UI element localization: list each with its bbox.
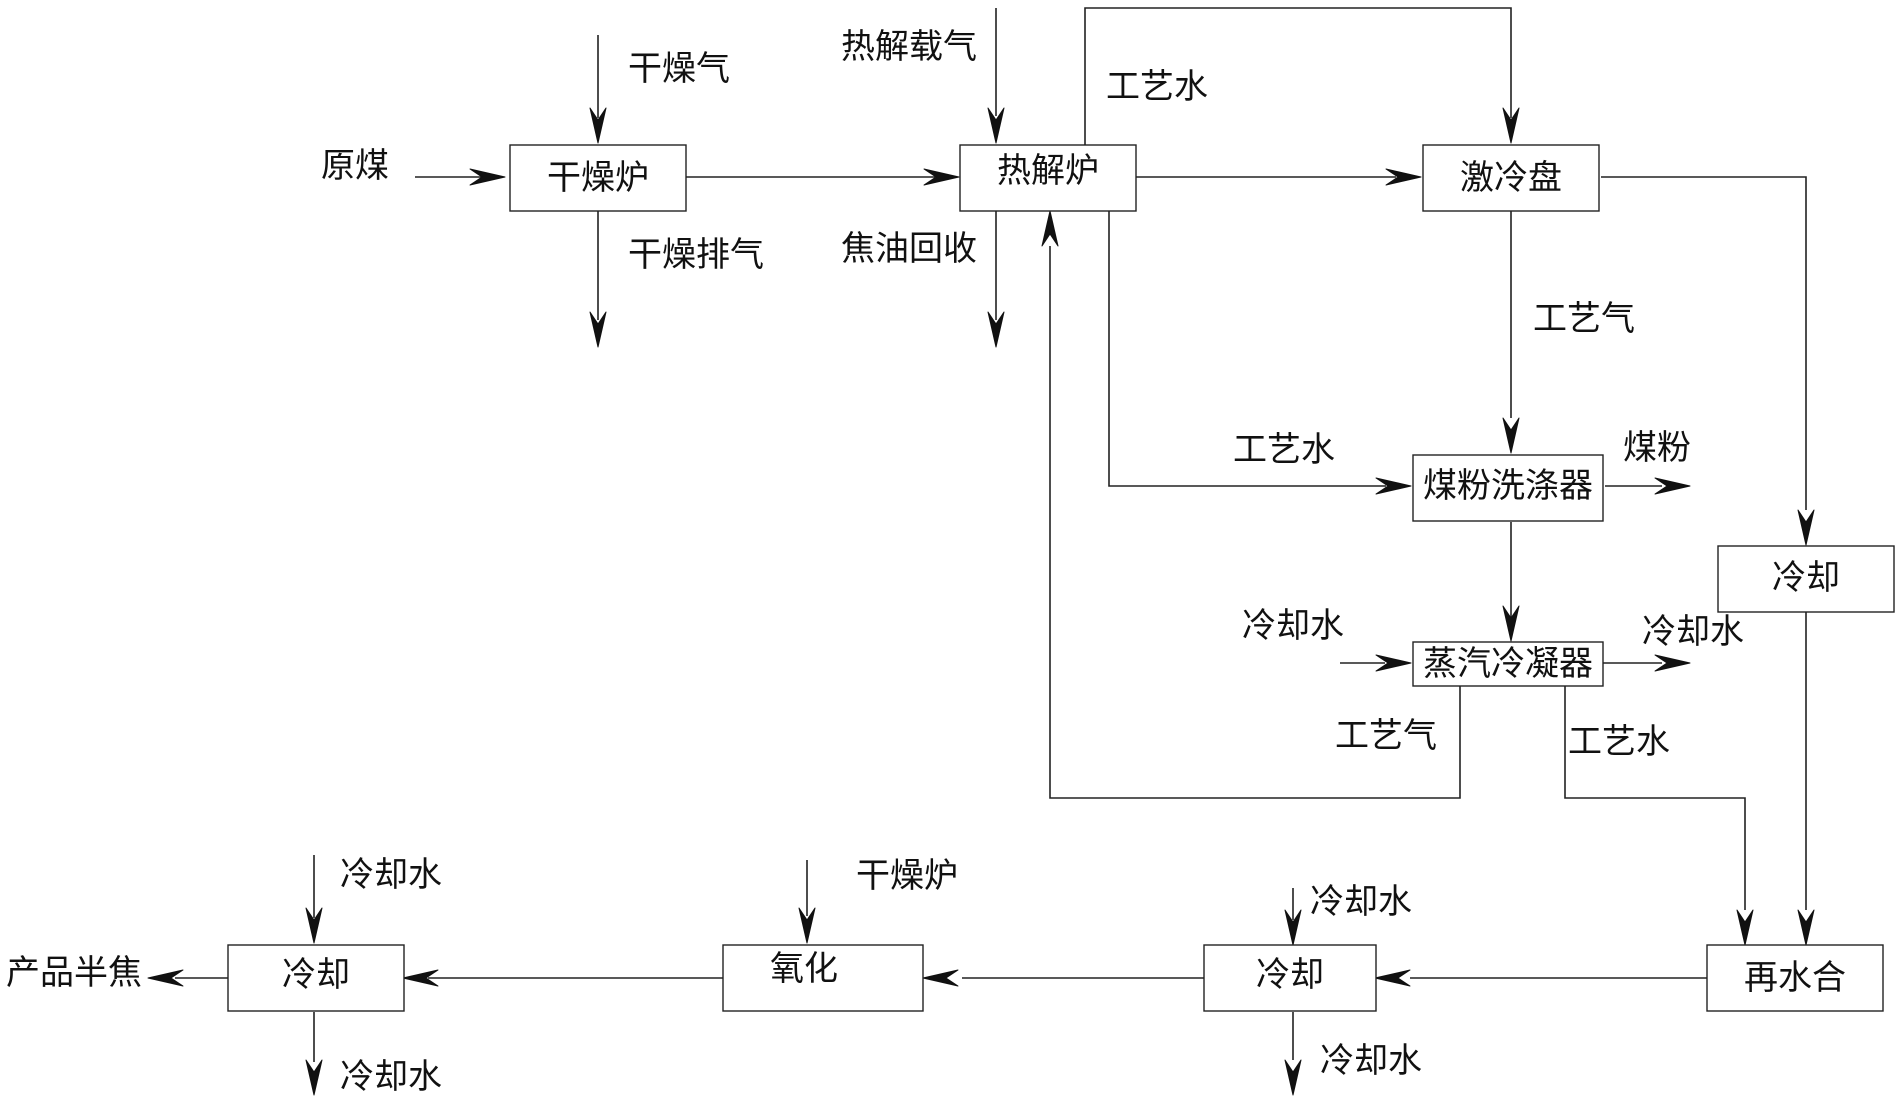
label-coal-fines: 煤粉 <box>1623 428 1691 468</box>
arrow-down-icon <box>1797 909 1815 946</box>
label-process-water-scrub: 工艺水 <box>1233 430 1335 470</box>
box-dryer-label: 干燥炉 <box>547 158 649 198</box>
box-rehydrate: 再水合 <box>1706 944 1884 1012</box>
arrow-down-icon <box>798 907 816 944</box>
box-pyrolysis-label: 热解炉 <box>997 151 1099 191</box>
box-cool-right-label: 冷却 <box>1772 558 1840 598</box>
label-cooling-water-final-out: 冷却水 <box>340 1057 442 1097</box>
arrow-right-icon <box>1375 654 1412 672</box>
label-drying-gas: 干燥气 <box>628 49 730 89</box>
arrow-down-icon <box>305 907 323 944</box>
arrow-down-icon <box>589 311 607 348</box>
arrow-down-icon <box>1284 909 1302 946</box>
label-cooling-water-cond-out: 冷却水 <box>1642 612 1744 652</box>
arrow-left-icon <box>147 969 184 987</box>
label-cooling-water-cool-mid-in: 冷却水 <box>1310 882 1412 922</box>
arrow-left-icon <box>1374 969 1411 987</box>
box-scrubber-label: 煤粉洗涤器 <box>1423 466 1593 506</box>
stream-labels: 原煤 干燥气 干燥排气 热解载气 焦油回收 工艺水 工艺气 工艺水 煤粉 冷却水… <box>6 27 1744 1097</box>
label-cooling-water-cond-in: 冷却水 <box>1242 606 1344 646</box>
arrow-down-icon <box>305 1059 323 1096</box>
label-process-gas-return: 工艺气 <box>1335 716 1437 756</box>
label-tar-recovery: 焦油回收 <box>841 229 977 269</box>
arrow-down-icon <box>1736 909 1754 946</box>
box-scrubber: 煤粉洗涤器 <box>1412 454 1604 522</box>
arrow-left-icon <box>922 969 959 987</box>
label-product-semicoke: 产品半焦 <box>6 953 142 993</box>
arrow-right-icon <box>1385 168 1422 186</box>
box-condenser-label: 蒸汽冷凝器 <box>1423 644 1593 684</box>
box-pyrolysis: 热解炉 <box>959 144 1137 212</box>
arrow-down-icon <box>1502 417 1520 454</box>
label-pyrolysis-carrier: 热解载气 <box>841 27 977 67</box>
label-process-water-top: 工艺水 <box>1106 67 1208 107</box>
box-cool-mid-label: 冷却 <box>1256 955 1324 995</box>
flow-lines <box>175 7 1807 1062</box>
arrow-down-icon <box>1502 605 1520 642</box>
arrow-left-icon <box>402 969 439 987</box>
arrow-right-icon <box>1375 477 1412 495</box>
box-quench: 激冷盘 <box>1422 144 1600 212</box>
box-cool-final-label: 冷却 <box>282 955 350 995</box>
flow-process-gas-return <box>1049 246 1461 799</box>
arrow-down-icon <box>1284 1059 1302 1096</box>
label-raw-coal: 原煤 <box>321 146 389 186</box>
flow-condenser-to-rehydrate <box>1564 686 1746 910</box>
box-condenser: 蒸汽冷凝器 <box>1412 641 1604 687</box>
box-oxidation: 氧化 <box>722 944 924 1012</box>
flow-pyrolysis-to-scrubber <box>1108 211 1386 487</box>
label-drying-exhaust: 干燥排气 <box>628 235 764 275</box>
box-cool-right: 冷却 <box>1717 545 1895 613</box>
box-rehydrate-label: 再水合 <box>1744 958 1846 998</box>
label-dryer-furnace-oxid: 干燥炉 <box>856 856 958 896</box>
box-quench-label: 激冷盘 <box>1460 158 1562 198</box>
label-process-gas-top: 工艺气 <box>1533 299 1635 339</box>
flow-pyrolysis-to-quench-top <box>1084 7 1512 145</box>
label-cooling-water-final-in: 冷却水 <box>340 855 442 895</box>
arrow-down-icon <box>987 311 1005 348</box>
label-process-water-cond: 工艺水 <box>1568 722 1670 762</box>
flow-quench-to-cool-right <box>1601 176 1807 510</box>
box-dryer: 干燥炉 <box>509 144 687 212</box>
arrow-right-icon <box>1654 477 1691 495</box>
arrow-up-icon <box>1041 210 1059 247</box>
arrow-right-icon <box>923 168 960 186</box>
box-oxidation-label: 氧化 <box>770 949 838 989</box>
arrow-down-icon <box>987 107 1005 144</box>
box-cool-mid: 冷却 <box>1203 944 1377 1012</box>
label-cooling-water-cool-mid-out: 冷却水 <box>1320 1041 1422 1081</box>
arrowheads <box>147 107 1815 1096</box>
arrow-down-icon <box>1502 107 1520 144</box>
arrow-right-icon <box>1654 654 1691 672</box>
arrow-down-icon <box>1797 509 1815 546</box>
arrow-right-icon <box>469 168 506 186</box>
arrow-down-icon <box>589 107 607 144</box>
box-cool-final: 冷却 <box>227 944 405 1012</box>
